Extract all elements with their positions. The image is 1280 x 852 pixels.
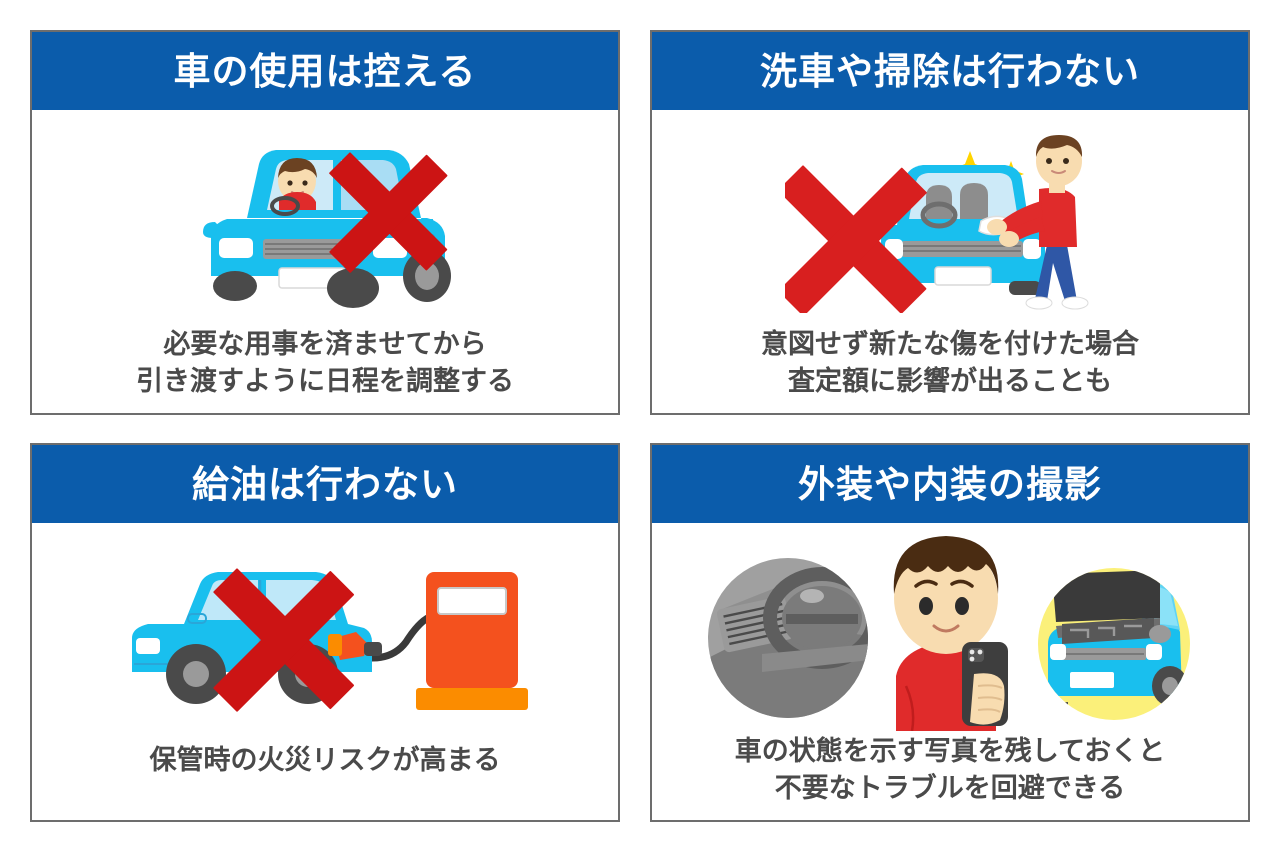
card-caption-no-refueling: 保管時の火災リスクが高まる [149, 744, 501, 775]
card-caption-avoid-driving: 必要な用事を済ませてから 引き渡すように日程を調整する [136, 329, 514, 396]
card-no-car-wash: 洗車や掃除は行わない [650, 30, 1250, 415]
card-title-avoid-driving: 車の使用は控える [32, 32, 618, 110]
card-body-photograph-exterior-interior: 車の状態を示す写真を残しておくと 不要なトラブルを回避できる [652, 523, 1248, 820]
car-fuel-pump-graphic [132, 568, 528, 712]
illustration-man-wiping-car-crossed-out [652, 110, 1248, 326]
fuel-nozzle-icon [328, 632, 382, 661]
card-photograph-exterior-interior: 外装や内装の撮影 [650, 443, 1250, 822]
fuel-pump-icon [416, 572, 528, 711]
illustration-car-at-fuel-pump-crossed-out [32, 523, 618, 742]
red-x-mark [213, 568, 355, 712]
card-title-no-car-wash: 洗車や掃除は行わない [652, 32, 1248, 110]
man-wiping-figure [987, 135, 1089, 310]
illustration-man-photographing-car [652, 523, 1248, 733]
card-caption-no-car-wash: 意図せず新たな傷を付けた場合 査定額に影響が出ることも [761, 329, 1139, 396]
car-with-driver-graphic [203, 149, 451, 308]
man-with-smartphone-figure [893, 535, 1008, 731]
red-x-mark [785, 165, 927, 314]
card-no-refueling: 給油は行わない [30, 443, 620, 822]
red-x-mark [329, 151, 448, 273]
card-title-no-refueling: 給油は行わない [32, 445, 618, 523]
card-body-no-refueling: 保管時の火災リスクが高まる [32, 523, 618, 820]
man-wiping-car-graphic [785, 135, 1089, 314]
card-caption-photograph-exterior-interior: 車の状態を示す写真を残しておくと 不要なトラブルを回避できる [734, 736, 1166, 803]
card-title-photograph-exterior-interior: 外装や内装の撮影 [652, 445, 1248, 523]
illustration-car-with-driver-crossed-out [32, 110, 618, 326]
card-body-avoid-driving: 必要な用事を済ませてから 引き渡すように日程を調整する [32, 110, 618, 413]
car-interior-photo-circle [708, 557, 868, 718]
car-exterior-photo-circle [1038, 567, 1190, 720]
card-avoid-driving: 車の使用は控える [30, 30, 620, 415]
card-body-no-car-wash: 意図せず新たな傷を付けた場合 査定額に影響が出ることも [652, 110, 1248, 413]
photograph-car-graphic [708, 535, 1190, 731]
